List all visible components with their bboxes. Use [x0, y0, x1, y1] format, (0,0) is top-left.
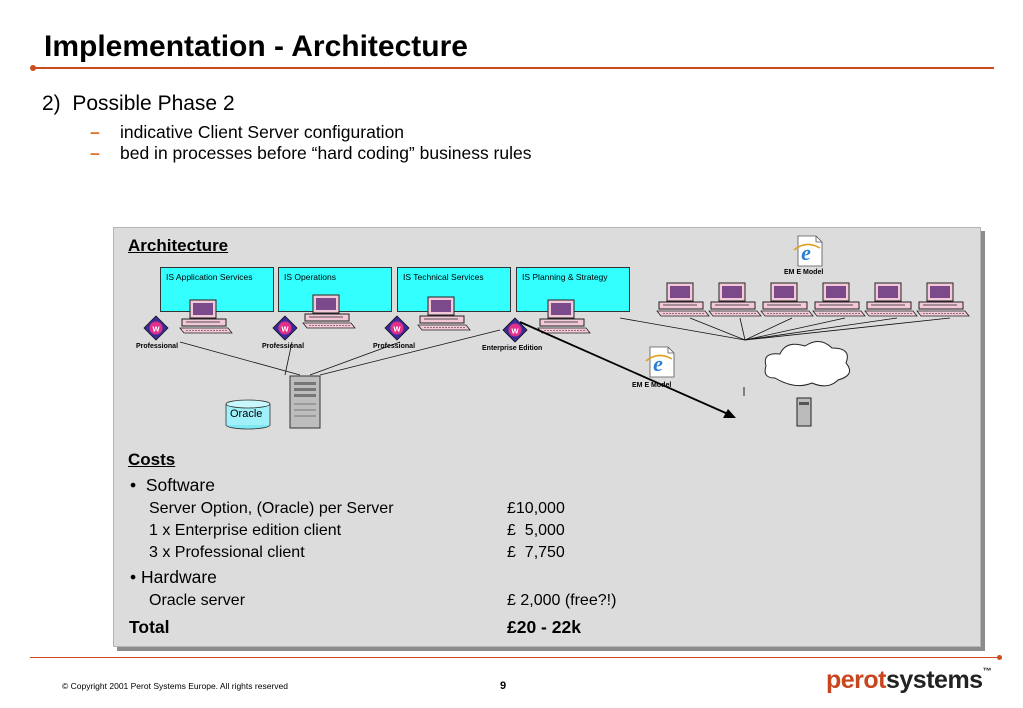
- oracle-db-label: Oracle: [230, 408, 263, 420]
- bullet-marker: •: [130, 567, 137, 587]
- cost-item-label: 1 x Enterprise edition client: [149, 522, 342, 539]
- cost-item-value: £10,000: [507, 500, 565, 517]
- slide-title: Implementation - Architecture: [44, 30, 468, 63]
- cost-item-label: Server Option, (Oracle) per Server: [149, 500, 394, 517]
- eme-model-label-mid: EM E Model: [632, 382, 672, 389]
- client-label-1: Professional: [136, 343, 179, 350]
- costs-heading: Costs: [128, 450, 176, 469]
- logo-part-perot: perot: [826, 666, 887, 694]
- dash-marker: –: [90, 143, 100, 163]
- bullet-phase: 2) Possible Phase 2: [42, 92, 235, 116]
- architecture-heading: Architecture: [128, 236, 229, 255]
- footer-rule-dot: [997, 655, 1002, 660]
- cost-item-label: 3 x Professional client: [149, 544, 305, 561]
- title-rule-dot: [30, 65, 36, 71]
- total-value: £20 - 22k: [507, 617, 581, 637]
- logo-part-systems: systems: [886, 666, 983, 694]
- service-box-application: IS Application Services: [160, 267, 274, 312]
- cost-item-value: £ 2,000 (free?!): [507, 592, 617, 609]
- dash-marker: –: [90, 122, 100, 142]
- logo-trademark: ™: [982, 666, 992, 676]
- client-label-3: Professional: [373, 343, 416, 350]
- total-label: Total: [129, 617, 170, 637]
- copyright-text: © Copyright 2001 Perot Systems Europe. A…: [62, 681, 288, 691]
- client-label-enterprise: Enterprise Edition: [482, 345, 543, 352]
- footer-rule: [30, 657, 998, 658]
- client-label-2: Professional: [262, 343, 305, 350]
- bullet-marker: •: [130, 475, 137, 495]
- cost-item-value: £ 5,000: [507, 522, 565, 539]
- software-label: Software: [145, 475, 215, 495]
- eme-model-label-top: EM E Model: [784, 269, 824, 276]
- hardware-heading: • Hardware: [130, 567, 217, 588]
- cost-item-value: £ 7,750: [507, 544, 565, 561]
- hardware-label: Hardware: [141, 567, 217, 587]
- bullet-text: Possible Phase 2: [72, 92, 235, 115]
- cost-item-label: Oracle server: [149, 592, 246, 609]
- perot-systems-logo: perotsystems™: [826, 666, 992, 695]
- software-heading: • Software: [130, 475, 215, 496]
- subbullet-text: indicative Client Server configuration: [120, 122, 405, 142]
- page-number: 9: [500, 680, 507, 692]
- title-rule: [34, 67, 994, 69]
- bullet-number: 2): [42, 92, 61, 115]
- subbullet-text: bed in processes before “hard coding” bu…: [120, 143, 532, 163]
